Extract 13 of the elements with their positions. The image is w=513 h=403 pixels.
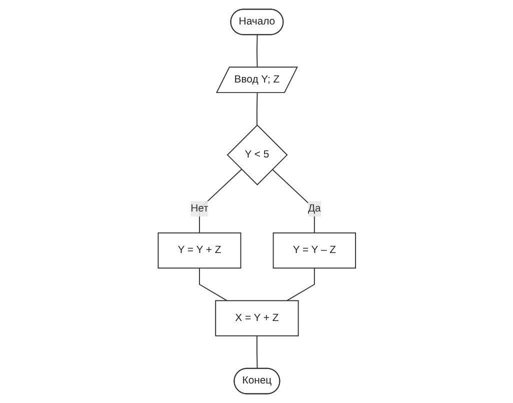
connector <box>256 335 258 370</box>
connector <box>256 34 258 68</box>
connector <box>271 168 315 234</box>
connector <box>198 268 228 302</box>
node-box: Y = Y – Z <box>272 232 356 269</box>
edge-label: Нет <box>190 202 208 214</box>
node-box: Y = Y + Z <box>157 232 241 269</box>
edge-label: Да <box>308 202 320 214</box>
connector <box>256 92 258 126</box>
connector <box>286 268 315 302</box>
connector <box>198 168 242 234</box>
node-diamond: Y < 5 <box>226 124 288 186</box>
node-box: X = Y + Z <box>214 300 298 336</box>
